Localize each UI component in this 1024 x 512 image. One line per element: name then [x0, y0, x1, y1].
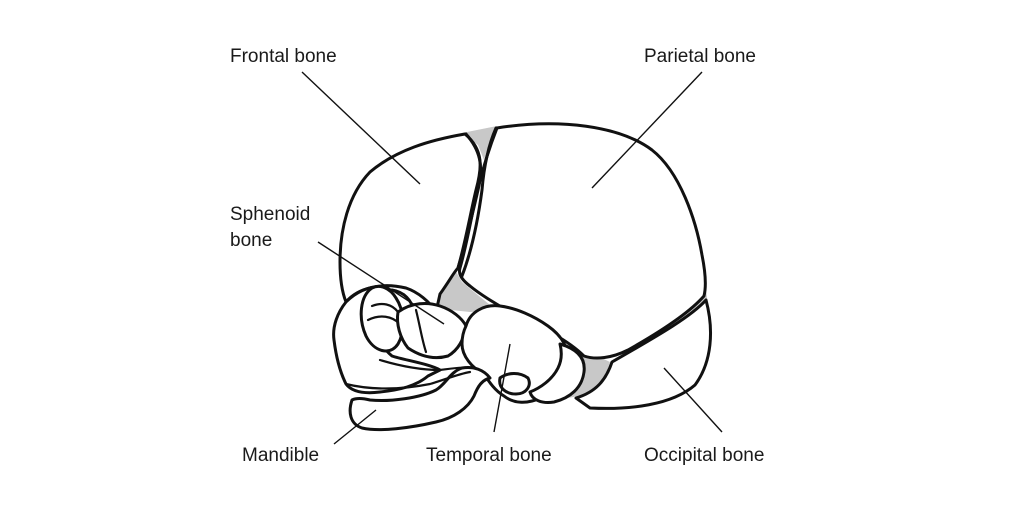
labels: Frontal bone Parietal bone Sphenoid bone…	[230, 46, 764, 466]
mastoid-process	[528, 342, 586, 404]
ear-canal	[498, 372, 531, 396]
leader-occipital	[663, 367, 723, 433]
leader-lines	[301, 71, 723, 445]
coronal-suture-inner	[460, 126, 498, 278]
orbit-inner-line	[370, 302, 400, 314]
label-occipital-bone: Occipital bone	[644, 445, 764, 466]
label-frontal-bone: Frontal bone	[230, 46, 337, 67]
leader-mandible	[333, 409, 377, 445]
leader-sphenoid	[317, 241, 445, 325]
label-parietal-bone: Parietal bone	[644, 46, 756, 67]
leader-parietal	[591, 71, 703, 189]
sphenoid-wing-line	[414, 308, 428, 354]
anterior-fontanelle	[462, 126, 497, 160]
mandible-upper-edge	[344, 370, 472, 390]
leader-frontal	[301, 71, 421, 185]
label-mandible: Mandible	[242, 445, 319, 466]
label-temporal-bone: Temporal bone	[426, 445, 552, 466]
mandible-shape	[348, 366, 492, 432]
label-sphenoid-bone-line2: bone	[230, 230, 272, 251]
leader-temporal	[493, 343, 511, 433]
coronal-suture	[456, 132, 483, 270]
orbit	[359, 284, 405, 353]
sphenoid-bone-shape	[396, 302, 468, 360]
label-sphenoid-bone-line1: Sphenoid	[230, 204, 310, 225]
